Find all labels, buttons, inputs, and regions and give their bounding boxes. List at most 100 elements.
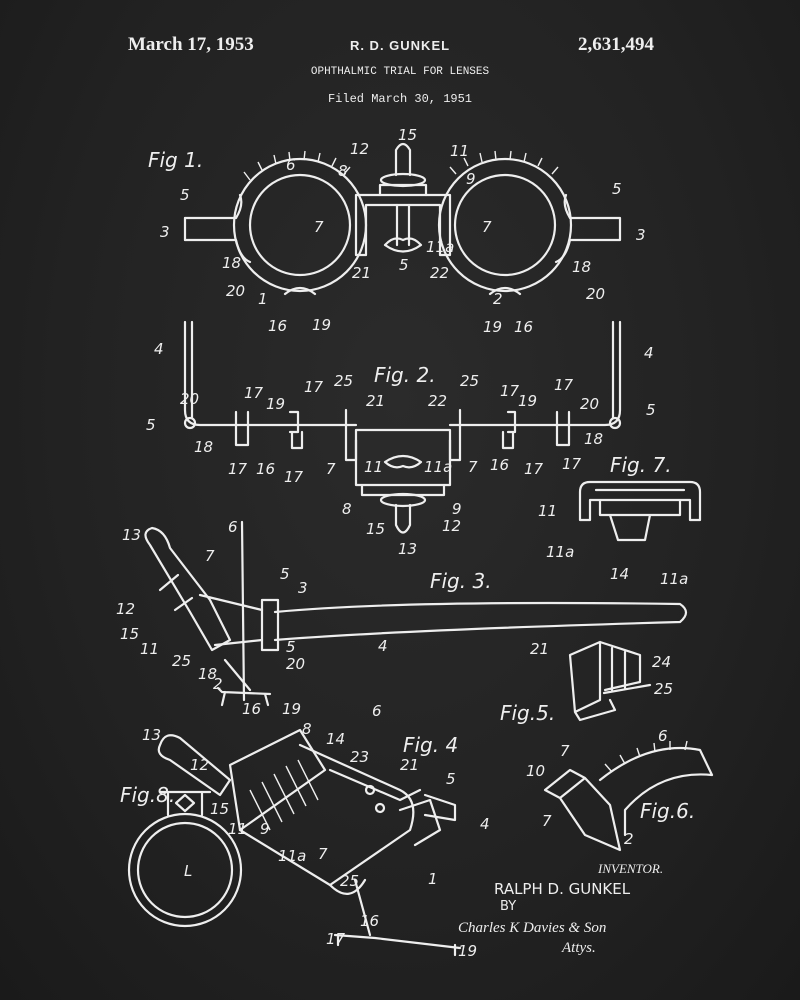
fig1-drawing: Fig 1.	[148, 142, 622, 296]
reference-numeral: 17	[500, 382, 520, 400]
reference-numeral: 11a	[278, 847, 306, 865]
reference-numeral: 25	[340, 872, 359, 890]
fig2-label: Fig. 2.	[374, 363, 436, 387]
reference-numeral: 12	[116, 600, 135, 618]
reference-numeral: 11a	[546, 543, 574, 561]
reference-numeral: 18	[222, 254, 241, 272]
inventor-name: RALPH D. GUNKEL	[494, 880, 631, 898]
reference-numeral: 5	[399, 256, 409, 274]
reference-numeral: 22	[430, 264, 449, 282]
fig7-label: Fig. 7.	[610, 453, 672, 477]
reference-numeral: 16	[256, 460, 275, 478]
reference-numeral: 11	[450, 142, 469, 160]
reference-numeral: 16	[268, 317, 287, 335]
reference-numeral: 12	[350, 140, 369, 158]
fig2-drawing: Fig. 2.	[183, 320, 622, 534]
reference-numeral: 17	[554, 376, 574, 394]
reference-numeral: 5	[446, 770, 456, 788]
reference-numeral: 11	[140, 640, 159, 658]
reference-numeral: 17	[304, 378, 324, 396]
reference-numeral: 3	[160, 223, 170, 241]
attys-label: Attys.	[561, 940, 596, 956]
reference-numeral: 3	[298, 579, 308, 597]
reference-numeral: 8	[302, 720, 312, 738]
reference-numeral: 11	[228, 820, 247, 838]
reference-numeral: 7	[482, 218, 492, 236]
inventor-caption: INVENTOR.	[597, 861, 663, 876]
reference-numeral: 24	[652, 653, 671, 671]
reference-numeral: 7	[542, 812, 552, 830]
reference-numeral: 7	[205, 547, 215, 565]
reference-numeral: 13	[122, 526, 141, 544]
reference-numeral: 20	[580, 395, 599, 413]
fig8-drawing: Fig.8. L	[120, 783, 243, 928]
reference-numeral: L	[184, 862, 192, 880]
patent-number: 2,631,494	[578, 34, 654, 55]
reference-numeral: 17	[524, 460, 544, 478]
reference-numeral: 21	[400, 756, 419, 774]
reference-numeral: 11a	[426, 238, 454, 256]
reference-numeral: 5	[646, 401, 656, 419]
reference-numeral: 8	[338, 162, 348, 180]
reference-numeral: 1	[428, 870, 438, 888]
reference-numeral: 18	[194, 438, 213, 456]
reference-numeral: 10	[526, 762, 545, 780]
reference-numeral: 11a	[424, 458, 452, 476]
reference-numeral: 2	[624, 830, 634, 848]
reference-numeral: 15	[366, 520, 385, 538]
reference-numeral: 22	[428, 392, 447, 410]
reference-numeral: 25	[172, 652, 191, 670]
reference-numeral: 25	[460, 372, 479, 390]
reference-numeral: 18	[584, 430, 603, 448]
reference-numeral: 16	[360, 912, 379, 930]
reference-numeral: 17	[228, 460, 248, 478]
reference-numeral: 15	[398, 126, 417, 144]
patent-title: OPHTHALMIC TRIAL FOR LENSES	[310, 66, 490, 78]
reference-numeral: 11	[538, 502, 557, 520]
reference-numeral: 20	[286, 655, 305, 673]
reference-numeral: 6	[372, 702, 382, 720]
reference-numeral: 16	[490, 456, 509, 474]
reference-numeral: 7	[314, 218, 324, 236]
reference-numeral: 4	[644, 344, 654, 362]
reference-numeral: 8	[342, 500, 352, 518]
reference-numeral: 21	[352, 264, 371, 282]
fig5-label: Fig.5.	[500, 701, 555, 725]
reference-numeral: 15	[120, 625, 139, 643]
reference-numeral: 19	[483, 318, 502, 336]
reference-numeral: 7	[326, 460, 336, 478]
reference-numeral: 12	[442, 517, 461, 535]
fig4-label: Fig. 4	[403, 733, 458, 757]
reference-numeral: 9	[452, 500, 462, 518]
reference-numeral: 23	[350, 748, 369, 766]
reference-numeral: 17	[244, 384, 264, 402]
fig3-label: Fig. 3.	[430, 569, 492, 593]
reference-numeral: 19	[266, 395, 285, 413]
by-label: BY	[500, 899, 516, 914]
reference-numeral: 4	[378, 637, 388, 655]
reference-numeral: 19	[518, 392, 537, 410]
reference-numeral: 17	[562, 455, 582, 473]
reference-numeral: 2	[493, 290, 503, 308]
reference-numeral: 20	[180, 390, 199, 408]
filed-date: Filed March 30, 1951	[327, 92, 473, 106]
signature-block: INVENTOR. RALPH D. GUNKEL BY Charles K D…	[458, 861, 663, 956]
reference-numeral: 18	[572, 258, 591, 276]
reference-numeral: 5	[280, 565, 290, 583]
fig6-label: Fig.6.	[640, 799, 695, 823]
reference-numeral: 13	[398, 540, 417, 558]
reference-numeral: 6	[286, 156, 296, 174]
reference-numeral: 5	[612, 180, 622, 198]
reference-numeral: 17	[326, 930, 346, 948]
reference-numeral: 11	[364, 458, 383, 476]
reference-numeral: 12	[190, 756, 209, 774]
reference-numeral: 11a	[660, 570, 688, 588]
reference-numeral: 13	[142, 726, 161, 744]
issue-date: March 17, 1953	[128, 34, 254, 55]
reference-numeral: 17	[284, 468, 304, 486]
